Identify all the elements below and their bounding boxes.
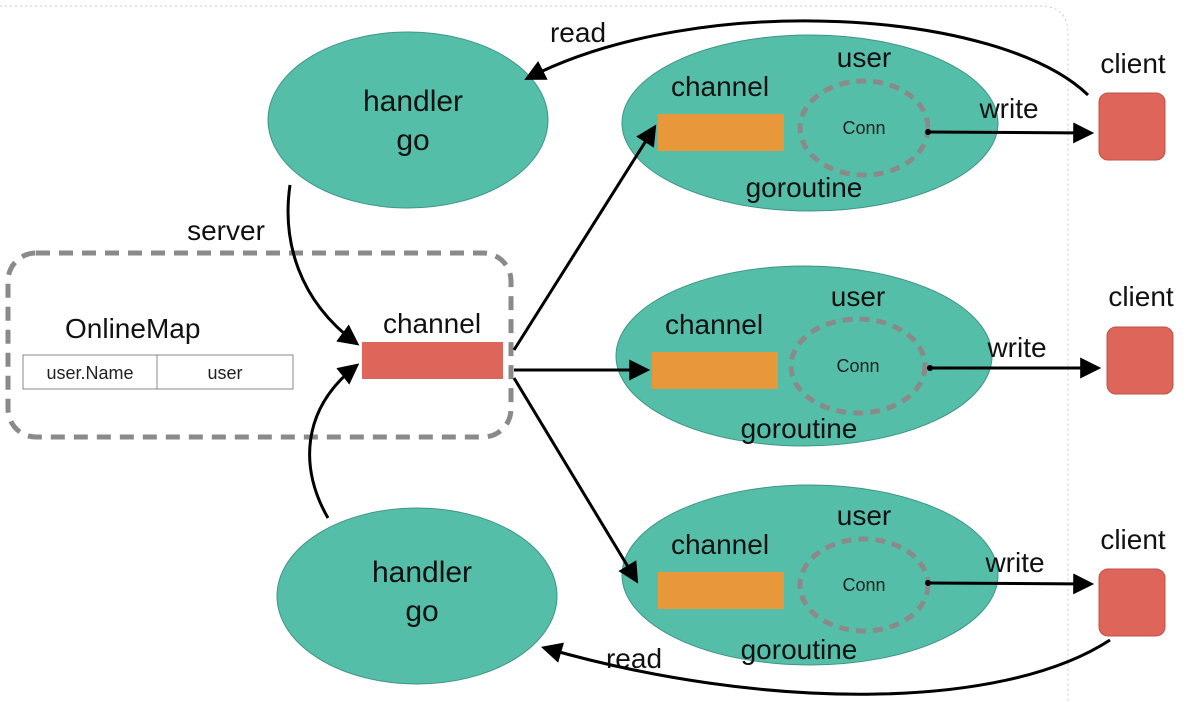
goroutine-3-channel-label: channel xyxy=(671,529,769,560)
client-3-label: client xyxy=(1100,524,1166,555)
read-top-label: read xyxy=(550,17,606,48)
onlinemap-container xyxy=(5,250,514,440)
onlinemap-table-cell-value xyxy=(156,354,294,390)
goroutine-2-channel-bar xyxy=(652,352,778,389)
goroutine-2-user-circle xyxy=(788,316,928,416)
goroutine-3-write-origin xyxy=(925,580,931,586)
client-3-box xyxy=(1098,568,1166,637)
goroutine-2-goroutine-label: goroutine xyxy=(741,413,858,444)
onlinemap-col-user: user xyxy=(207,363,242,383)
goroutine-2-channel-label: channel xyxy=(665,309,763,340)
goroutine-3-goroutine-label: goroutine xyxy=(741,634,858,665)
goroutine-1-goroutine-label: goroutine xyxy=(746,172,863,203)
arrow-channel-to-goroutine-3 xyxy=(512,377,639,584)
goroutine-1-channel-bar xyxy=(658,114,784,151)
bottom-handler-ellipse xyxy=(276,507,558,685)
arrow-channel-to-goroutine-1 xyxy=(512,124,657,351)
goroutine-3-channel-bar xyxy=(658,572,784,609)
onlinemap-title: OnlineMap xyxy=(65,313,200,344)
client-2-box xyxy=(1106,326,1174,395)
bottom-handler-line2: go xyxy=(405,595,438,628)
central-channel-bar xyxy=(362,342,503,379)
onlinemap-col-username: user.Name xyxy=(46,363,133,383)
goroutine-1-ellipse xyxy=(621,34,999,212)
client-2-label: client xyxy=(1108,281,1174,312)
server-boundary xyxy=(0,5,1069,702)
goroutine-1-conn-label: Conn xyxy=(842,118,885,138)
goroutine-2-user-label: user xyxy=(831,281,885,312)
bottom-handler-line1: handler xyxy=(372,556,472,589)
top-handler-line1: handler xyxy=(363,85,463,118)
top-handler-ellipse xyxy=(267,31,549,209)
client-1-label: client xyxy=(1100,48,1166,79)
goroutine-1-user-label: user xyxy=(837,42,891,73)
goroutine-2-write-label: write xyxy=(986,332,1046,363)
onlinemap-table-cell-key xyxy=(22,354,158,390)
goroutine-2-conn-label: Conn xyxy=(836,356,879,376)
goroutine-3-write-arrow xyxy=(927,573,1095,595)
goroutine-2-write-origin xyxy=(927,365,933,371)
server-label: server xyxy=(187,215,265,246)
goroutine-1-write-origin xyxy=(925,129,931,135)
central-channel-label: channel xyxy=(383,308,481,339)
goroutine-3-conn-label: Conn xyxy=(842,575,885,595)
goroutine-2-ellipse xyxy=(615,265,993,447)
arrow-top-handler-to-channel xyxy=(286,184,360,346)
goroutine-1-write-arrow xyxy=(927,122,1095,144)
goroutine-1-write-label: write xyxy=(978,93,1038,124)
arrow-bottom-handler-to-channel xyxy=(308,363,360,519)
goroutine-1-channel-label: channel xyxy=(671,71,769,102)
arrow-client-1-read xyxy=(524,19,1090,97)
goroutine-3-write-label: write xyxy=(984,547,1044,578)
arrow-client-3-read xyxy=(540,638,1111,696)
top-handler-line2: go xyxy=(396,124,429,157)
goroutine-1-user-circle xyxy=(797,78,931,178)
goroutine-3-user-label: user xyxy=(837,500,891,531)
client-1-box xyxy=(1098,92,1166,161)
